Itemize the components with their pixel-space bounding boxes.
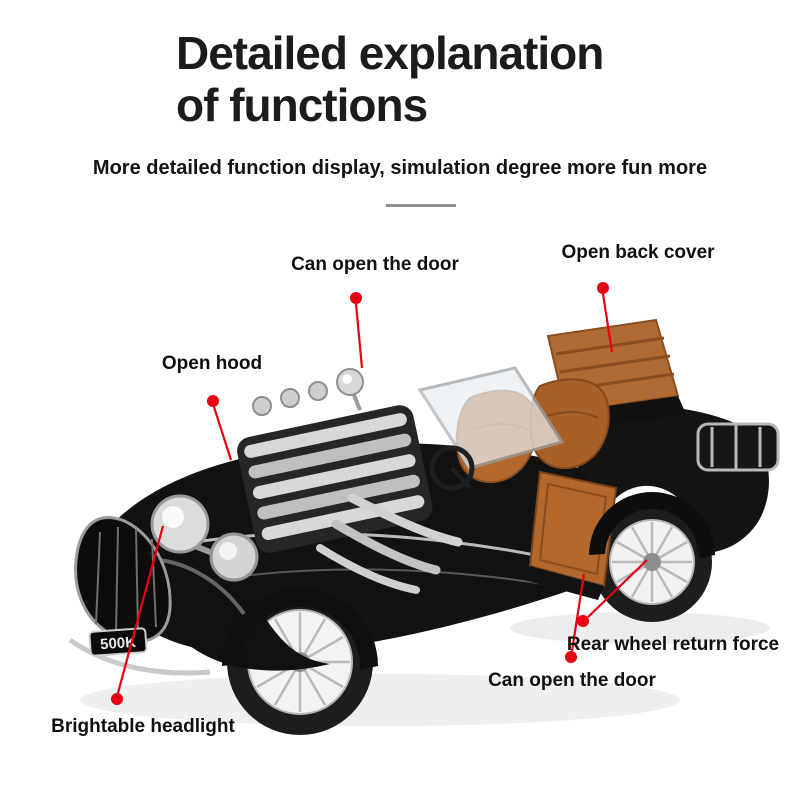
door-open	[524, 470, 618, 600]
front-fender-arch	[222, 588, 378, 670]
divider-line	[386, 204, 456, 207]
callout-dot-rear-wheel-return	[577, 615, 589, 627]
rear-wheel	[592, 502, 712, 622]
callout-label-open-hood: Open hood	[161, 353, 263, 374]
windshield	[417, 366, 565, 470]
callout-line-open-door-bottom	[570, 573, 586, 652]
callout-label-open-door-bottom: Can open the door	[488, 670, 656, 691]
callout-line-open-back-cover	[601, 293, 614, 353]
carburetor-stacks	[252, 381, 328, 416]
exhaust-pipes	[316, 493, 463, 594]
headlights	[150, 494, 259, 582]
page-title-line2: of functions	[176, 78, 428, 131]
steering-wheel	[429, 445, 475, 491]
callout-dot-brightable-headlight	[111, 693, 123, 705]
callout-label-open-back-cover: Open back cover	[561, 242, 715, 263]
spot-lamp	[336, 368, 364, 411]
callout-line-open-hood	[212, 406, 233, 461]
page-subtitle: More detailed function display, simulati…	[92, 157, 708, 179]
front-fender-sweep	[118, 526, 330, 671]
page-title-line1: Detailed explanation	[176, 27, 604, 79]
callout-dot-open-door-bottom	[565, 651, 577, 663]
front-grille	[74, 516, 172, 643]
callout-label-rear-wheel-return: Rear wheel return force	[566, 634, 780, 655]
front-bumper	[68, 637, 211, 676]
rear-fender	[589, 492, 715, 558]
callout-label-open-door-top: Can open the door	[291, 254, 459, 275]
luggage-rack	[696, 422, 780, 472]
callout-dot-open-door-top	[350, 292, 362, 304]
callout-label-brightable-headlight: Brightable headlight	[51, 716, 235, 737]
callout-dot-open-back-cover	[597, 282, 609, 294]
license-plate: 500K	[88, 627, 148, 657]
page-title: Detailed explanation of functions	[176, 27, 604, 131]
license-plate-text: 500K	[100, 634, 137, 653]
callout-line-brightable-headlight	[116, 525, 165, 694]
car-shadow	[80, 674, 680, 726]
callout-line-rear-wheel-return	[587, 559, 648, 618]
callout-dot-open-hood	[207, 395, 219, 407]
engine	[237, 405, 433, 553]
callout-line-open-door-top	[354, 303, 364, 369]
